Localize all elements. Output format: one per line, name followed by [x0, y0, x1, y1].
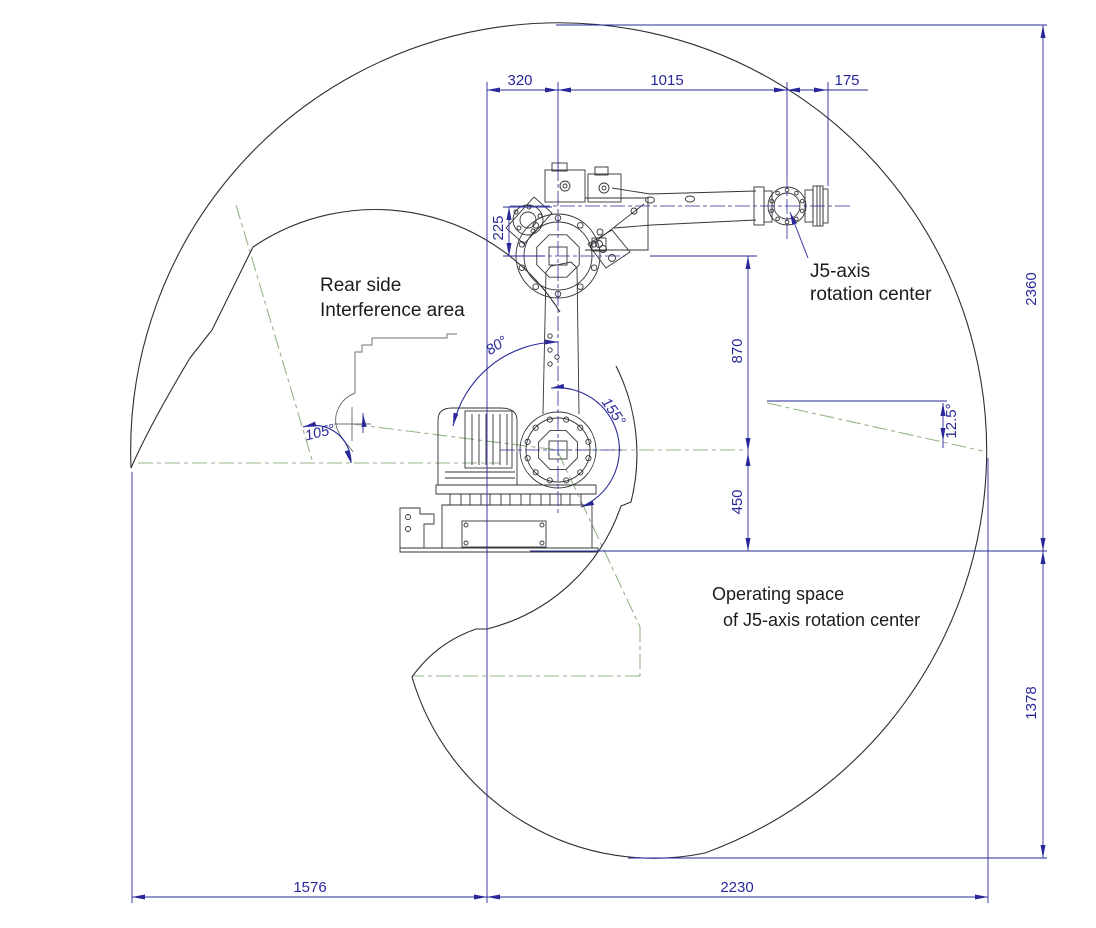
centerline-front-diagonal: [557, 451, 641, 628]
envelope-main-circle: [130, 22, 988, 854]
base-left-bracket: [399, 507, 435, 548]
arc-155deg: [550, 387, 620, 508]
j2-bolt-circle: [524, 416, 592, 484]
dim-2230-label: 2230: [720, 879, 753, 896]
j2-octagon: [538, 430, 578, 470]
dim-870-label: 870: [729, 338, 746, 363]
j3-octagon: [536, 234, 580, 278]
arc-80deg: [452, 341, 559, 427]
rear-interference-label-line1: Rear side: [320, 275, 401, 296]
dim-1576-label: 1576: [293, 879, 326, 896]
base-bottom-plate: [399, 547, 599, 553]
rear-interference-label-line2: Interference area: [320, 300, 465, 321]
j3-bolt-circle: [518, 214, 598, 298]
operating-space-label-line1: Operating space: [712, 584, 844, 604]
dim-1015-label: 1015: [650, 72, 683, 89]
robot-arm-drawing: [399, 162, 829, 553]
j4-motor-right: [587, 173, 622, 203]
angle-12-5-label: 12.5°: [943, 403, 960, 438]
dim-450-label: 450: [729, 489, 746, 514]
dim-225-label: 225: [490, 215, 507, 240]
swing-housing: [437, 407, 518, 485]
operating-envelope-outline: [130, 22, 988, 859]
base-lugs: [449, 493, 582, 505]
base-body: [441, 504, 593, 548]
envelope-bottom-carveout: [411, 676, 706, 859]
base-flange: [435, 484, 597, 495]
j2-motor-fins: [471, 414, 508, 465]
centerline-cross-to-j2: [351, 423, 559, 451]
angle-105-label: 105°: [304, 422, 337, 445]
j4-motor-left: [544, 169, 586, 203]
envelope-inner-notch: [411, 365, 638, 678]
envelope-rear-left-boundary: [130, 246, 254, 469]
j5-axis-label-line1: J5-axis: [810, 261, 870, 282]
dim-2360-label: 2360: [1023, 272, 1040, 305]
dimension-arrowheads: [132, 25, 1046, 900]
j5-axis-label-line2: rotation center: [810, 284, 932, 305]
dimension-labels: 320 1015 175 225 870 450 2360 1378 1576 …: [293, 72, 1040, 896]
dim-175-label: 175: [834, 72, 859, 89]
robot-axis-centerlines: [500, 166, 852, 515]
base-cover: [461, 520, 547, 548]
bracket-outline: [335, 333, 457, 453]
dim-320-label: 320: [507, 72, 532, 89]
forearm-tube: [611, 187, 757, 229]
angle-155-label: 155°: [598, 395, 628, 429]
forearm-housing: [585, 197, 649, 251]
rear-bracket-contour: [334, 333, 457, 453]
centerline-tilt-12deg: [766, 402, 984, 452]
j5-bolt-circle: [769, 187, 805, 225]
dim-1378-label: 1378: [1023, 686, 1040, 719]
centerline-rear-diagonal: [235, 204, 314, 464]
forearm-plate: [587, 229, 631, 269]
dimension-lines: [131, 24, 1047, 903]
upper-arm-link: [542, 261, 580, 415]
j2-motor: [464, 410, 513, 469]
operating-space-label-line2: of J5-axis rotation center: [723, 610, 920, 630]
annotation-labels: Rear side Interference area J5-axis rota…: [320, 261, 932, 630]
